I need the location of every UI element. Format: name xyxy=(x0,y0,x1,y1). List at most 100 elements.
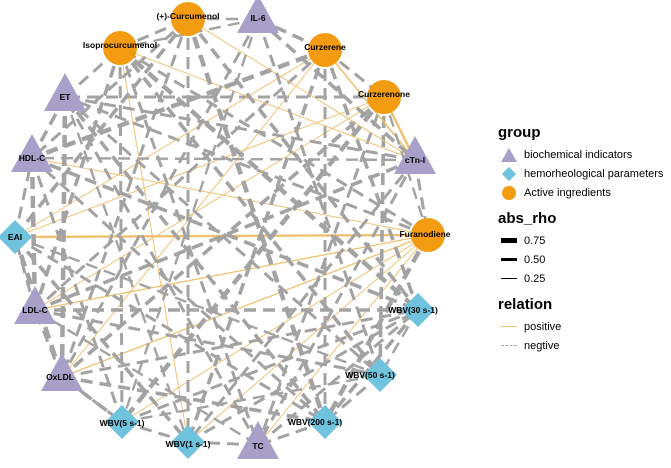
node-et xyxy=(44,73,86,111)
node-label-wbv30: WBV(30 s-1) xyxy=(388,305,438,315)
legend-label: positive xyxy=(524,320,562,333)
legend-label: 0.75 xyxy=(524,234,546,247)
dashed-line-icon xyxy=(501,345,517,346)
edge-isoprocurcumenol-wbv1 xyxy=(119,47,189,443)
node-curzerene xyxy=(308,33,342,67)
node-eai xyxy=(0,220,32,254)
edge-et-wbv200 xyxy=(63,95,327,424)
legend-label: 0.25 xyxy=(524,272,546,285)
node-label-hdlc: HDL-C xyxy=(19,153,45,163)
edge-curzerenone-furanodiene xyxy=(382,96,430,236)
legend-label: Active ingredients xyxy=(524,186,611,199)
edge-et-wbv50 xyxy=(64,95,381,377)
node-wbv50 xyxy=(363,358,397,392)
node-label-wbv200: WBV(200 s-1) xyxy=(288,417,342,427)
edge-curzerenone-wbv5 xyxy=(120,95,386,424)
legend-label: 0.50 xyxy=(524,253,546,266)
node-label-ldlc: LDL-C xyxy=(22,305,48,315)
edge-furanodiene-et xyxy=(64,95,429,237)
legend-label: biochemical indicators xyxy=(524,148,633,161)
legend-group-biochemical: biochemical indicators xyxy=(498,145,668,164)
legend-group-active: Active ingredients xyxy=(498,183,668,202)
node-curzerenone xyxy=(367,80,401,114)
node-label-tc: TC xyxy=(252,441,263,451)
node-label-wbv50: WBV(50 s-1) xyxy=(345,370,395,380)
edge-isoprocurcumenol-ctni xyxy=(119,47,416,161)
legend-abs-rho-050: 0.50 xyxy=(498,250,668,269)
legend-label: hemorheological parameters xyxy=(524,167,664,180)
node-label-wbv1: WBV(1 s-1) xyxy=(166,439,211,449)
edge-curzerene-wbv30 xyxy=(323,49,420,311)
legend-abs-rho-025: 0.25 xyxy=(498,269,668,288)
node-label-isoprocurcumenol: Isoprocurcumenol xyxy=(83,40,157,50)
legend-relation-section: relation positive negtive xyxy=(498,296,668,355)
edge-curcumenol-ctni xyxy=(187,18,416,161)
edge-curzerene-ldlc xyxy=(33,48,327,312)
edge-furanodiene-wbv5 xyxy=(121,234,429,423)
node-label-et: ET xyxy=(60,92,72,102)
edge-et-oxldl xyxy=(59,96,68,378)
edge-furanodiene-ldlc xyxy=(34,234,429,311)
node-label-curzerenone: Curzerenone xyxy=(358,89,410,99)
edge-curcumenol-hdlc xyxy=(31,17,189,160)
edge-il6-isoprocurcumenol xyxy=(119,17,259,50)
edge-et-wbv1 xyxy=(63,96,190,443)
edge-curzerene-hdlc xyxy=(31,47,326,161)
edge-ctni-hdlc xyxy=(31,156,416,162)
node-label-ctni: cTn-I xyxy=(405,155,425,165)
edge-oxldl-wbv30 xyxy=(61,308,419,379)
legend-group-title: group xyxy=(498,124,541,141)
legend: group biochemical indicators hemorheolog… xyxy=(498,124,668,363)
legend-relation-title: relation xyxy=(498,296,553,313)
edge-curzerenone-eai xyxy=(14,96,385,238)
legend-relation-positive: positive xyxy=(498,317,668,336)
node-label-eai: EAI xyxy=(8,232,22,242)
edge-oxldl-wbv5 xyxy=(61,375,123,424)
edge-curzerene-wbv1 xyxy=(186,49,327,443)
edge-wbv5-wbv50 xyxy=(121,373,381,424)
edge-isoprocurcumenol-wbv50 xyxy=(118,46,382,377)
edge-curcumenol-wbv200 xyxy=(185,18,328,423)
node-oxldl xyxy=(41,353,83,391)
edge-curzerenone-wbv50 xyxy=(378,96,386,376)
legend-group-hemorheological: hemorheological parameters xyxy=(498,164,668,183)
legend-label: negtive xyxy=(524,339,560,352)
edge-hdlc-wbv200 xyxy=(30,156,327,424)
diamond-icon xyxy=(501,166,517,181)
edge-furanodiene-isoprocurcumenol xyxy=(119,46,429,237)
edge-il6-ctni xyxy=(256,17,417,162)
medium-line-icon xyxy=(501,258,517,261)
edge-tc-wbv30 xyxy=(257,308,419,447)
edge-furanodiene-wbv200 xyxy=(323,233,430,424)
edge-ctni-wbv1 xyxy=(186,159,417,443)
node-wbv1 xyxy=(171,425,205,459)
edge-wbv200-wbv30 xyxy=(323,308,420,424)
node-layer: IL-6CurzereneCurzerenonecTn-IFuranodiene… xyxy=(0,0,451,459)
node-wbv200 xyxy=(308,405,342,439)
edge-isoprocurcumenol-wbv5 xyxy=(118,47,124,423)
node-furanodiene xyxy=(411,218,445,252)
edge-oxldl-wbv200 xyxy=(61,375,326,424)
thin-line-icon xyxy=(501,277,517,280)
node-ctni xyxy=(394,136,436,174)
edge-hdlc-ldlc xyxy=(29,157,38,311)
node-label-curcumenol: (+)-Curcumenol xyxy=(156,11,219,21)
legend-abs-rho-075: 0.75 xyxy=(498,231,668,250)
edge-tc-et xyxy=(63,96,260,446)
edge-curzerene-oxldl xyxy=(61,49,326,378)
edge-hdlc-wbv30 xyxy=(31,156,419,312)
edge-ctni-et xyxy=(64,95,416,162)
node-tc xyxy=(237,421,279,459)
edge-isoprocurcumenol-wbv30 xyxy=(118,46,420,312)
node-label-wbv5: WBV(5 s-1) xyxy=(100,418,145,428)
edge-wbv30-wbv50 xyxy=(378,309,420,376)
edge-il6-oxldl xyxy=(60,18,260,378)
solid-line-icon xyxy=(501,325,517,328)
edge-isoprocurcumenol-ldlc xyxy=(33,47,122,311)
edge-layer xyxy=(12,17,430,447)
edge-ctni-ldlc xyxy=(34,158,416,312)
circle-icon xyxy=(502,185,516,200)
node-wbv30 xyxy=(401,293,435,327)
edge-curcumenol-oxldl xyxy=(60,18,190,378)
node-ldlc xyxy=(14,286,56,324)
